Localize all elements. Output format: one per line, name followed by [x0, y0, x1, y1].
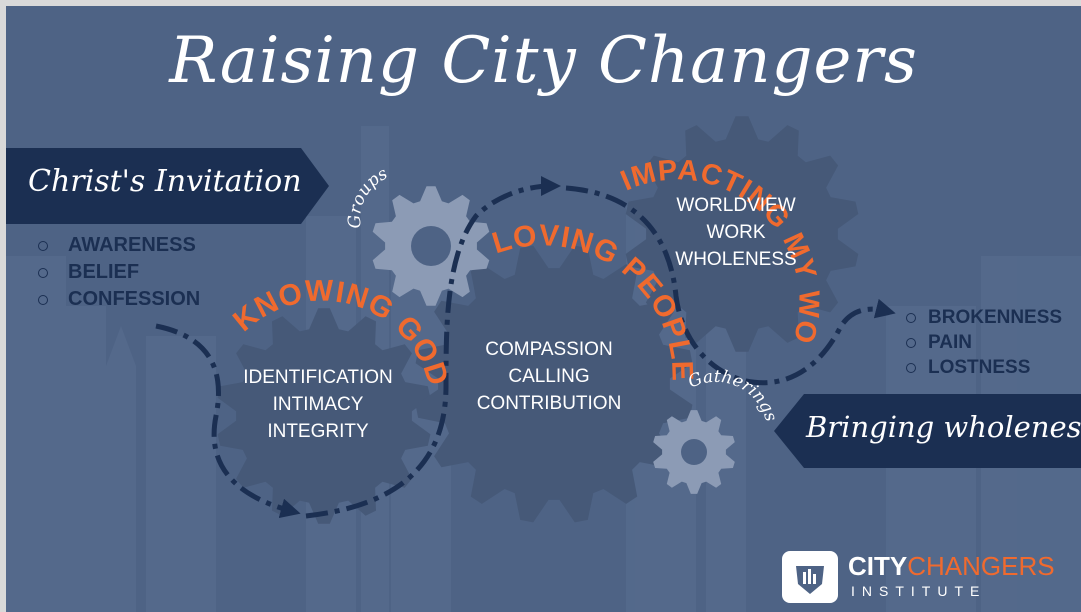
- page-title: Raising City Changers: [169, 24, 918, 98]
- gear-impacting-world: [625, 116, 859, 352]
- value-line: INTIMACY: [272, 394, 364, 415]
- loving-people-values: COMPASSION CALLING CONTRIBUTION: [459, 336, 639, 417]
- gear-groups: [372, 186, 490, 306]
- value-line: COMPASSION: [485, 339, 613, 360]
- logo-word-changers: CHANGERS: [907, 551, 1055, 581]
- flow-path-2: [305, 176, 561, 519]
- left-banner-list: AWARENESS BELIEF CONFESSION: [38, 232, 200, 313]
- gear-gatherings: [653, 410, 735, 494]
- left-banner-shape: [6, 148, 329, 224]
- gear-body: [217, 308, 431, 524]
- diagram-artwork: KNOWING GOD LOVING PEOPLE IMPACTING MY W…: [6, 6, 1081, 612]
- gear-body: [415, 245, 693, 523]
- value-line: WORK: [706, 222, 766, 243]
- flow-path-3: [565, 185, 896, 386]
- list-item: BELIEF: [38, 259, 200, 286]
- bullet-icon: [906, 362, 916, 373]
- diagram-canvas: KNOWING GOD LOVING PEOPLE IMPACTING MY W…: [6, 6, 1081, 612]
- logo-emblem-icon: [782, 551, 838, 603]
- bullet-icon: [38, 294, 48, 305]
- value-line: WHOLENESS: [675, 249, 797, 270]
- knowing-god-values: IDENTIFICATION INTIMACY INTEGRITY: [228, 364, 408, 445]
- logo-wordmark: CITYCHANGERS: [848, 551, 1055, 582]
- right-banner-list: BROKENNESS PAIN LOSTNESS: [906, 305, 1062, 380]
- flow-path-1: [155, 323, 301, 519]
- list-item: PAIN: [906, 330, 1062, 355]
- right-banner-shape: [774, 394, 1081, 468]
- impacting-world-values: WORLDVIEW WORK WHOLENESS: [646, 192, 826, 273]
- gear-body: [625, 116, 859, 352]
- value-line: WORLDVIEW: [676, 195, 796, 216]
- logo-subtitle: INSTITUTE: [851, 583, 987, 599]
- value-line: CONTRIBUTION: [476, 393, 622, 414]
- list-item: CONFESSION: [38, 286, 200, 313]
- gear-loving-people: [415, 245, 693, 523]
- bullet-icon: [38, 240, 48, 251]
- right-banner-label: Bringing wholeness: [806, 410, 1081, 444]
- value-line: IDENTIFICATION: [243, 367, 393, 388]
- value-line: INTEGRITY: [267, 421, 369, 442]
- logo-word-city: CITY: [848, 551, 908, 581]
- list-item: BROKENNESS: [906, 305, 1062, 330]
- gear-knowing-god: [217, 308, 431, 524]
- bullet-icon: [38, 267, 48, 278]
- gear-hub: [411, 226, 451, 266]
- list-item: AWARENESS: [38, 232, 200, 259]
- bullet-icon: [906, 337, 916, 348]
- bullet-icon: [906, 312, 916, 323]
- value-line: CALLING: [508, 366, 590, 387]
- gear-hub: [681, 439, 707, 465]
- left-banner-label: Christ's Invitation: [28, 164, 302, 199]
- list-item: LOSTNESS: [906, 355, 1062, 380]
